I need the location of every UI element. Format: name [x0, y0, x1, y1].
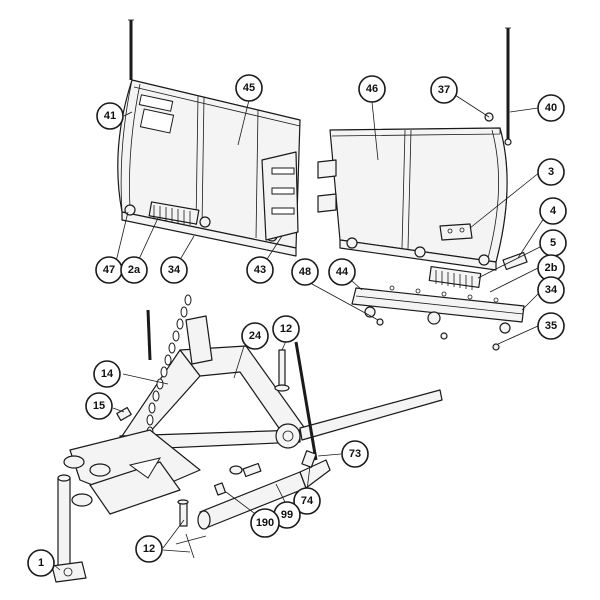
callout-label: 34 [168, 264, 181, 276]
left-trip-spring [148, 201, 200, 225]
callout-label: 4 [550, 205, 557, 217]
callout-40: 40 [537, 94, 565, 122]
callout-74: 74 [293, 487, 321, 515]
right-blade-half [317, 27, 512, 271]
callout-24: 24 [241, 322, 269, 350]
callout-label: 46 [366, 83, 378, 95]
callout-48: 48 [291, 258, 319, 286]
callout-label: 37 [438, 84, 450, 96]
callouts: 41 45 46 37 40 3 4 5 2b 34 35 47 2a 34 4… [27, 74, 567, 577]
callout-43: 43 [246, 256, 274, 284]
callout-label: 14 [101, 368, 114, 380]
callout-15: 15 [85, 392, 113, 420]
callout-46: 46 [358, 75, 386, 103]
callout-label: 73 [349, 448, 361, 460]
callout-35: 35 [537, 312, 565, 340]
callout-3: 3 [537, 158, 565, 186]
callout-12-top: 12 [272, 315, 300, 343]
callout-label: 24 [249, 330, 262, 342]
callout-37: 37 [430, 76, 458, 104]
left-blade-half [117, 19, 301, 257]
callout-4: 4 [539, 197, 567, 225]
callout-73: 73 [341, 440, 369, 468]
callout-label: 2a [128, 264, 141, 276]
callout-label: 2b [545, 262, 558, 274]
callout-label: 74 [301, 495, 314, 507]
callout-1: 1 [27, 549, 55, 577]
callout-label: 99 [281, 509, 293, 521]
callout-2b: 2b [537, 254, 565, 282]
callout-41: 41 [96, 102, 124, 130]
lift-chain [146, 294, 192, 438]
callout-label: 190 [256, 517, 274, 529]
callout-label: 41 [104, 110, 116, 122]
callout-label: 48 [299, 266, 311, 278]
callout-47: 47 [95, 256, 123, 284]
callout-45: 45 [235, 74, 263, 102]
callout-12-bottom: 12 [135, 535, 163, 563]
callout-label: 1 [38, 557, 44, 569]
callout-label: 43 [254, 264, 266, 276]
callout-label: 44 [336, 266, 349, 278]
callout-label: 34 [545, 284, 558, 296]
callout-label: 15 [93, 400, 105, 412]
callout-label: 47 [103, 264, 115, 276]
callout-label: 12 [143, 543, 155, 555]
callout-label: 45 [243, 82, 255, 94]
callout-label: 3 [548, 166, 554, 178]
callout-label: 5 [550, 237, 556, 249]
callout-190: 190 [250, 508, 280, 538]
callout-label: 40 [545, 102, 557, 114]
callout-14: 14 [93, 360, 121, 388]
callout-34-left: 34 [160, 256, 188, 284]
callout-5: 5 [539, 229, 567, 257]
callout-34-right: 34 [537, 276, 565, 304]
hinge-channel [351, 285, 525, 351]
callout-44: 44 [328, 258, 356, 286]
callout-label: 12 [280, 323, 292, 335]
callout-label: 35 [545, 320, 557, 332]
callout-2a: 2a [120, 256, 148, 284]
